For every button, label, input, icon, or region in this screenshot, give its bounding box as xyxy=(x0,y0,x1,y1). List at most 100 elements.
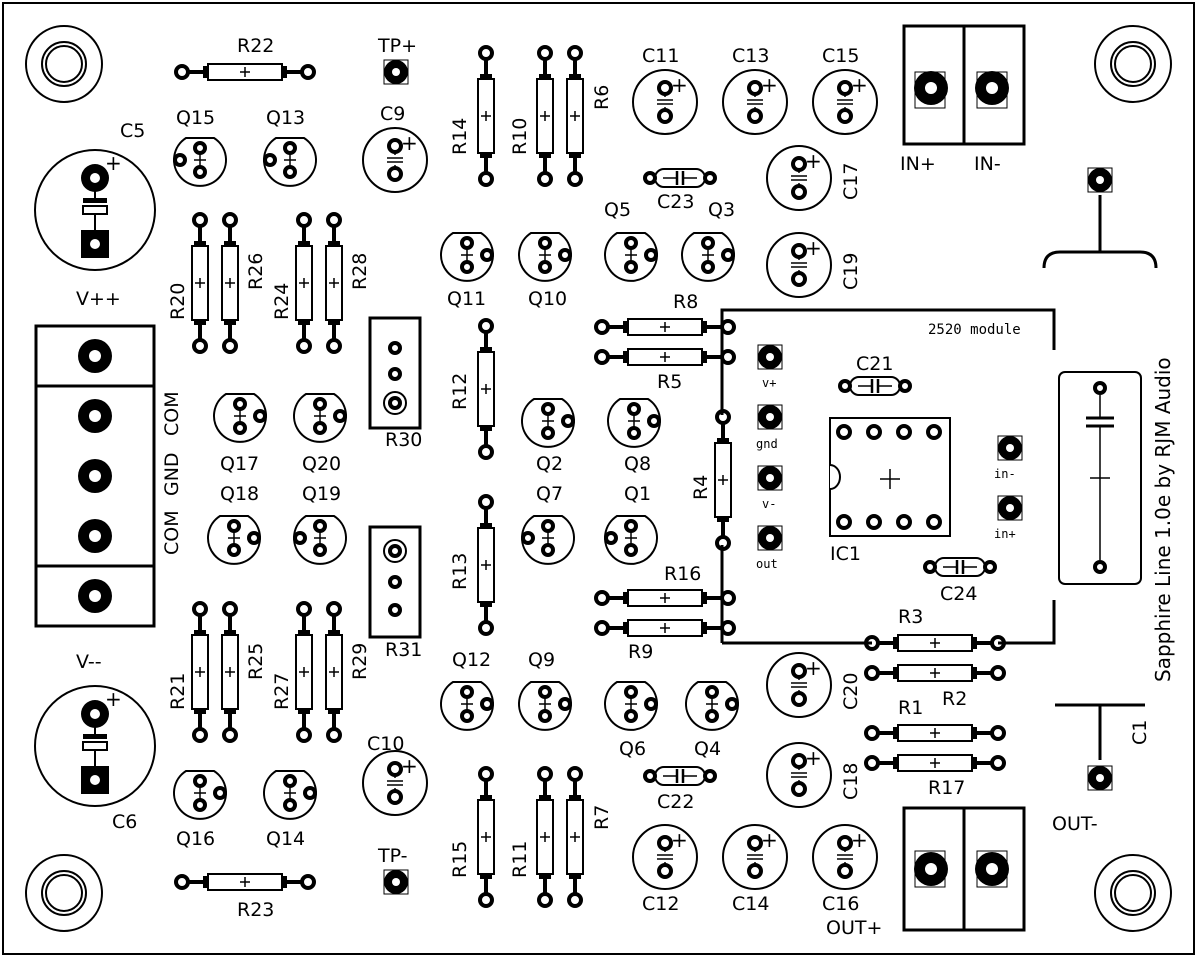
label-q5: Q5 xyxy=(604,199,631,221)
label-r12: R12 xyxy=(449,373,471,410)
label-r13: R13 xyxy=(449,553,471,590)
output-terminal-block xyxy=(902,806,1026,932)
pad-c1-top xyxy=(1087,167,1113,193)
label-r21: R21 xyxy=(167,673,189,710)
transistor-q3 xyxy=(680,231,736,283)
label-q4: Q4 xyxy=(694,738,721,760)
label-c10: C10 xyxy=(367,733,404,755)
pad-out-minus xyxy=(1087,765,1113,791)
label-q1: Q1 xyxy=(624,483,651,505)
label-in-minus: IN- xyxy=(974,153,1001,175)
pad-vplus xyxy=(757,344,783,370)
label-pad-gnd: gnd xyxy=(756,437,778,451)
label-r7: R7 xyxy=(591,805,613,830)
label-r1: R1 xyxy=(898,697,923,719)
transistor-q4 xyxy=(684,680,740,732)
capacitor-c9 xyxy=(361,126,429,194)
label-r16: R16 xyxy=(664,563,701,585)
label-r31: R31 xyxy=(385,639,422,661)
label-r9: R9 xyxy=(628,641,653,663)
label-c23: C23 xyxy=(657,191,694,213)
label-c13: C13 xyxy=(732,45,769,67)
label-q20: Q20 xyxy=(302,453,341,475)
capacitor-c19 xyxy=(765,231,833,299)
label-q9: Q9 xyxy=(528,649,555,671)
trimmer-r31 xyxy=(368,525,422,639)
transistor-q16 xyxy=(172,769,228,821)
testpoint-tp-minus xyxy=(383,869,409,895)
label-gnd: GND xyxy=(161,452,183,496)
label-c1: C1 xyxy=(1129,720,1151,745)
capacitor-c17 xyxy=(765,144,833,212)
label-out-minus: OUT- xyxy=(1052,813,1098,835)
transistor-q11 xyxy=(439,231,495,283)
label-r3: R3 xyxy=(898,606,923,628)
capacitor-c14 xyxy=(721,823,789,891)
label-q3: Q3 xyxy=(708,199,735,221)
transistor-q17 xyxy=(212,392,268,444)
transistor-q10 xyxy=(517,231,573,283)
label-r6: R6 xyxy=(591,85,613,110)
label-r5: R5 xyxy=(657,371,682,393)
label-r25: R25 xyxy=(245,643,267,680)
module-outline xyxy=(720,308,1056,645)
capacitor-c18 xyxy=(765,741,833,809)
transistor-q18 xyxy=(206,514,262,566)
mounting-hole-tl xyxy=(25,25,103,103)
transistor-q9 xyxy=(517,680,573,732)
label-com2: COM xyxy=(161,510,183,555)
label-c22: C22 xyxy=(657,791,694,813)
label-q15: Q15 xyxy=(176,107,215,129)
label-tp-minus: TP- xyxy=(377,845,408,867)
label-q16: Q16 xyxy=(176,828,215,850)
label-r14: R14 xyxy=(449,118,471,155)
capacitor-c20 xyxy=(765,651,833,719)
capacitor-c6 xyxy=(34,685,156,807)
label-q2: Q2 xyxy=(536,453,563,475)
label-module: 2520 module xyxy=(928,322,1021,338)
label-r24: R24 xyxy=(271,283,293,320)
pad-inminus xyxy=(997,435,1023,461)
mounting-hole-br xyxy=(1094,854,1172,932)
capacitor-c10 xyxy=(361,749,429,817)
capacitor-c15 xyxy=(811,68,879,136)
label-ic1: IC1 xyxy=(830,543,861,565)
label-r10: R10 xyxy=(509,118,531,155)
label-c9: C9 xyxy=(380,103,405,125)
label-q10: Q10 xyxy=(528,288,567,310)
label-r30: R30 xyxy=(385,429,422,451)
transistor-q6 xyxy=(603,680,659,732)
label-q14: Q14 xyxy=(266,828,305,850)
label-q6: Q6 xyxy=(619,738,646,760)
label-q17: Q17 xyxy=(220,453,259,475)
label-pad-out: out xyxy=(756,557,778,571)
label-vpp: V++ xyxy=(76,288,121,310)
label-r11: R11 xyxy=(509,841,531,878)
capacitor-c5 xyxy=(34,149,156,271)
label-c12: C12 xyxy=(642,893,679,915)
transistor-q15 xyxy=(172,136,228,188)
label-q13: Q13 xyxy=(266,107,305,129)
board-title: Sapphire Line 1.0e by RJM Audio xyxy=(1151,357,1175,682)
pad-gnd xyxy=(757,404,783,430)
capacitor-c12 xyxy=(631,823,699,891)
label-r2: R2 xyxy=(942,688,967,710)
label-r26: R26 xyxy=(245,253,267,290)
label-q8: Q8 xyxy=(624,453,651,475)
label-r28: R28 xyxy=(349,253,371,290)
label-r22: R22 xyxy=(237,35,274,57)
label-c6: C6 xyxy=(112,811,137,833)
label-c24: C24 xyxy=(940,583,977,605)
label-tp-plus: TP+ xyxy=(377,35,417,57)
transistor-q19 xyxy=(292,514,348,566)
label-r23: R23 xyxy=(237,899,274,921)
label-c15: C15 xyxy=(822,45,859,67)
label-r17: R17 xyxy=(928,777,965,799)
transistor-q1 xyxy=(603,514,659,566)
trimmer-r30 xyxy=(368,316,422,430)
transistor-q7 xyxy=(520,514,576,566)
capacitor-c16 xyxy=(811,823,879,891)
capacitor-c11 xyxy=(631,68,699,136)
label-c14: C14 xyxy=(732,893,769,915)
